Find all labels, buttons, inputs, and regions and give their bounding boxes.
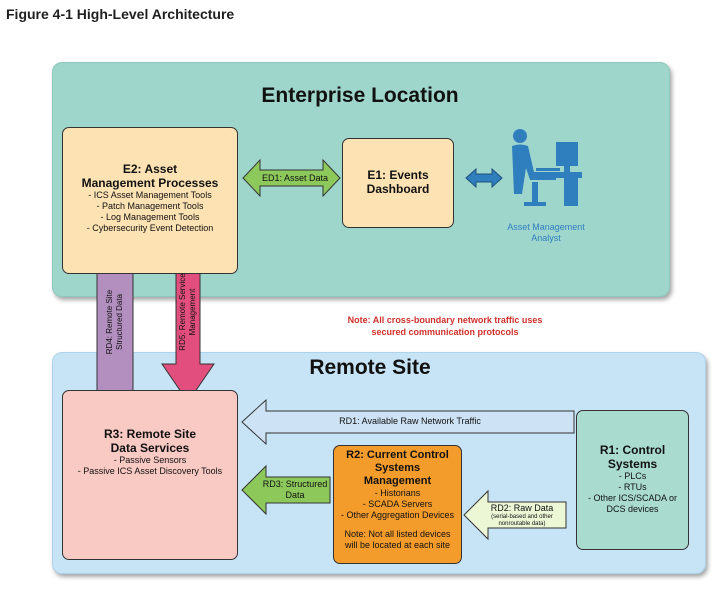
rd4-label: RD4: Remote Site Structured Data [105, 289, 124, 355]
rd3-arrow [241, 464, 331, 516]
e1-events-dashboard-box: E1: Events Dashboard [342, 138, 454, 228]
r3-remote-site-data-services-box: R3: Remote Site Data Services - Passive … [62, 390, 238, 560]
rd2-sublabel: (serial-based and other nonroutable data… [491, 514, 553, 527]
enterprise-title: Enterprise Location [261, 84, 459, 107]
e2-item: - ICS Asset Management Tools [88, 190, 212, 200]
rd2-arrow [463, 489, 567, 541]
r1-item: - PLCs [618, 471, 647, 481]
rd3-label: RD3: Structured Data [262, 479, 328, 500]
rd5-label: RD5: Remote Service Management [178, 273, 197, 351]
cross-boundary-note: Note: All cross-boundary network traffic… [347, 315, 543, 337]
r2-current-control-systems-box: R2: Current Control Systems Management -… [333, 445, 462, 564]
rd5-arrow [161, 255, 215, 403]
analyst-link-arrow [465, 167, 503, 189]
remote-site-title: Remote Site [309, 356, 431, 379]
e2-item: - Patch Management Tools [96, 201, 204, 211]
r1-item: - Other ICS/SCADA or DCS devices [587, 493, 678, 514]
r3-item: - Passive Sensors [113, 455, 187, 465]
e1-title: E1: Events Dashboard [366, 168, 430, 196]
r1-control-systems-box: R1: Control Systems - PLCs - RTUs - Othe… [576, 410, 689, 550]
r2-title: R2: Current Control Systems Management [346, 449, 449, 487]
e2-title: E2: Asset Management Processes [81, 162, 219, 190]
e2-item: - Cybersecurity Event Detection [86, 223, 214, 233]
r2-note: Note: Not all listed devices will be loc… [344, 529, 451, 550]
analyst-label: Asset Management Analyst [507, 222, 585, 243]
figure-title: Figure 4-1 High-Level Architecture [6, 6, 235, 22]
r2-item: - Historians [374, 488, 421, 498]
r3-item: - Passive ICS Asset Discovery Tools [77, 466, 223, 476]
rd2-label: RD2: Raw Data [490, 503, 554, 513]
ed1-label: ED1: Asset Data [261, 173, 329, 183]
rd1-arrow [241, 398, 575, 446]
ed1-arrow [242, 158, 341, 198]
e2-item: - Log Management Tools [100, 212, 200, 222]
r1-title: R1: Control Systems [599, 443, 666, 471]
e2-asset-management-box: E2: Asset Management Processes - ICS Ass… [62, 127, 238, 274]
rd1-label: RD1: Available Raw Network Traffic [339, 416, 481, 426]
r3-title: R3: Remote Site Data Services [103, 427, 197, 455]
analyst-workstation-icon [512, 129, 582, 206]
r2-item: - Other Aggregation Devices [340, 510, 455, 520]
r2-item: - SCADA Servers [362, 499, 433, 509]
r1-item: - RTUs [618, 482, 647, 492]
